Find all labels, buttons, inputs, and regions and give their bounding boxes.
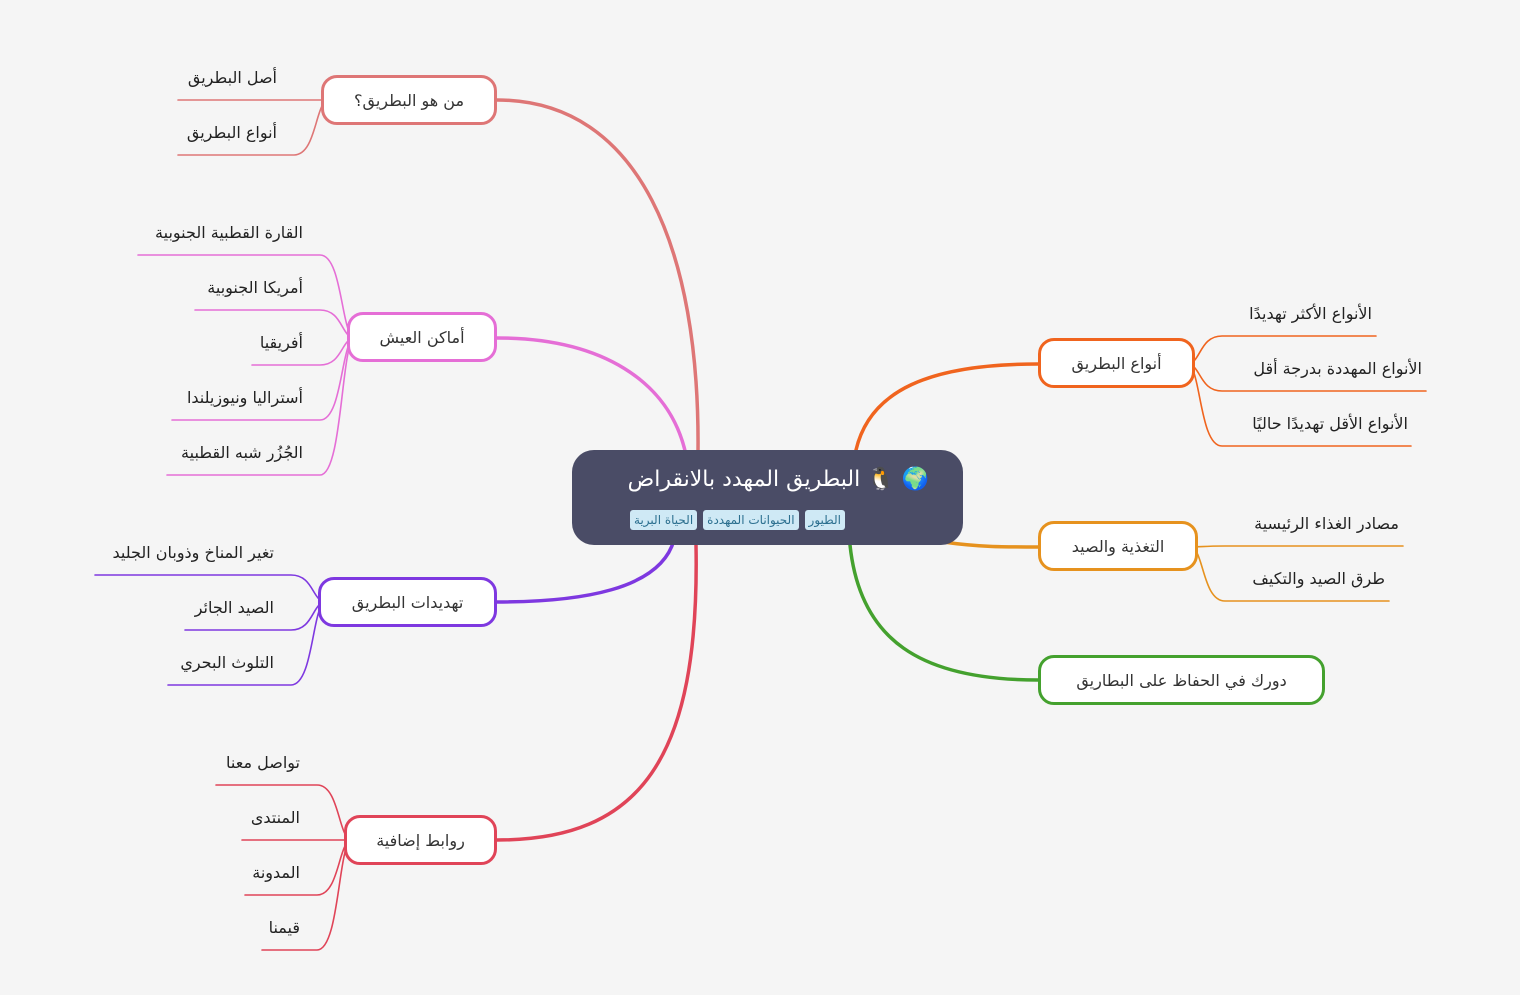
tag-endangered-animals[interactable]: الحيوانات المهددة <box>703 510 799 530</box>
branch-penguin-types[interactable]: أنواع البطريق <box>1038 338 1195 388</box>
branch-label: من هو البطريق؟ <box>354 90 465 110</box>
edge-root-what <box>495 98 700 454</box>
leaf-least-threatened[interactable]: الأنواع الأقل تهديدًا حاليًا <box>1252 414 1408 433</box>
root-topic[interactable]: 🌍 🐧 البطريق المهدد بالانقراض الطيور الحي… <box>572 450 963 545</box>
leaf-australia-nz[interactable]: أستراليا ونيوزيلندا <box>186 388 303 407</box>
root-title: 🌍 🐧 البطريق المهدد بالانقراض <box>627 467 929 492</box>
leaf-hunting-methods[interactable]: طرق الصيد والتكيف <box>1252 569 1385 588</box>
leaf-south-america[interactable]: أمريكا الجنوبية <box>207 278 303 297</box>
branch-feeding[interactable]: التغذية والصيد <box>1038 521 1198 571</box>
edge-root-types <box>854 362 1040 452</box>
leaf-penguin-types[interactable]: أنواع البطريق <box>186 123 277 142</box>
branch-label: دورك في الحفاظ على البطاريق <box>1076 670 1287 690</box>
leaf-less-threatened[interactable]: الأنواع المهددة بدرجة أقل <box>1253 359 1422 378</box>
edge-root-threats <box>495 538 676 604</box>
branch-threats[interactable]: تهديدات البطريق <box>318 577 497 627</box>
edge-food-leaf-0 <box>1189 545 1404 548</box>
edge-root-habitat <box>495 336 688 457</box>
branch-extra-links[interactable]: روابط إضافية <box>344 815 497 865</box>
branch-label: أنواع البطريق <box>1071 353 1162 373</box>
edge-root-role <box>848 543 1040 682</box>
leaf-blog[interactable]: المدونة <box>252 863 300 882</box>
branch-label: روابط إضافية <box>376 830 465 850</box>
root-tags: الطيور الحيوانات المهددة الحياة البرية <box>630 510 845 530</box>
branch-habitats[interactable]: أماكن العيش <box>347 312 497 362</box>
leaf-penguin-origin[interactable]: أصل البطريق <box>187 68 277 87</box>
leaf-forum[interactable]: المنتدى <box>250 808 300 827</box>
leaf-subantarctic-islands[interactable]: الجُزُر شبه القطبية <box>181 443 303 462</box>
leaf-most-threatened[interactable]: الأنواع الأكثر تهديدًا <box>1249 304 1372 323</box>
branch-label: تهديدات البطريق <box>351 592 464 612</box>
leaf-africa[interactable]: أفريقيا <box>259 333 303 352</box>
leaf-overfishing[interactable]: الصيد الجائر <box>194 598 274 617</box>
leaf-contact-us[interactable]: تواصل معنا <box>226 753 300 772</box>
leaf-climate-change[interactable]: تغير المناخ وذوبان الجليد <box>112 543 274 562</box>
tag-birds[interactable]: الطيور <box>804 510 845 530</box>
branch-what-is-penguin[interactable]: من هو البطريق؟ <box>321 75 497 125</box>
leaf-our-values[interactable]: قيمنا <box>268 918 300 937</box>
branch-label: التغذية والصيد <box>1071 536 1165 556</box>
branch-your-role[interactable]: دورك في الحفاظ على البطاريق <box>1038 655 1325 705</box>
leaf-food-sources[interactable]: مصادر الغذاء الرئيسية <box>1254 514 1399 533</box>
branch-label: أماكن العيش <box>379 327 465 347</box>
leaf-marine-pollution[interactable]: التلوث البحري <box>180 653 274 672</box>
leaf-antarctica[interactable]: القارة القطبية الجنوبية <box>155 223 303 242</box>
edge-root-food <box>941 540 1040 549</box>
tag-wildlife[interactable]: الحياة البرية <box>630 510 698 530</box>
edge-root-links <box>495 543 698 842</box>
